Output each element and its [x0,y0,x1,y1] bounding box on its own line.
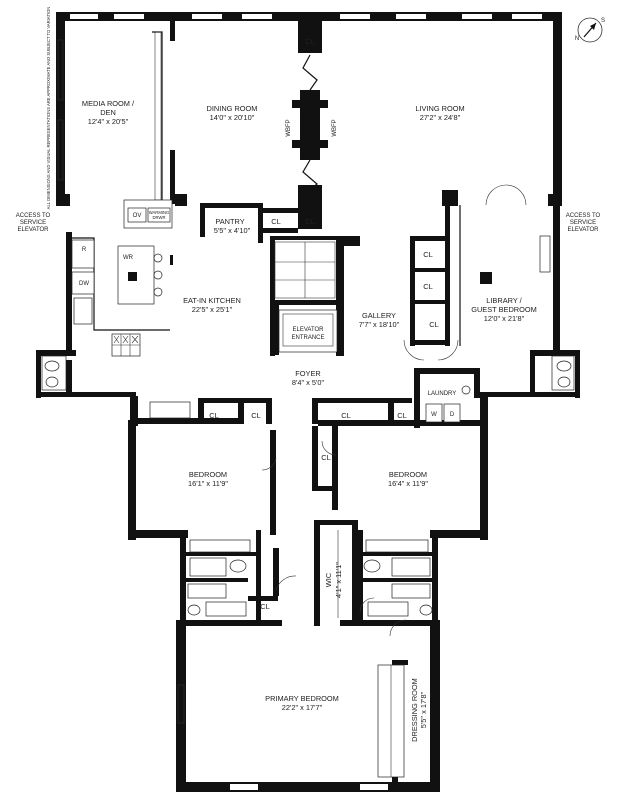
media-room-label-2: DEN [100,108,116,117]
svg-text:ELEVATOR: ELEVATOR [17,227,49,233]
warming-drawer-label: WARMING [149,210,170,215]
dressing-room-dims: 5'5" x 17'8" [419,691,428,728]
access-service-elevator-left: ACCESS TO SERVICE ELEVATOR [16,213,51,233]
dining-room-label: DINING ROOM [207,104,258,113]
foyer-label: FOYER [295,369,320,378]
svg-text:ACCESS TO: ACCESS TO [16,213,51,219]
fireplace-label-dining: WBFP [286,119,292,136]
gallery-label: GALLERY [362,311,396,320]
plan-details [41,31,575,778]
library-label: LIBRARY / [486,296,522,305]
refrigerator-label: R [82,247,87,253]
closet-label: CL [397,411,406,420]
elevator-label-2: ENTRANCE [291,335,324,341]
closet-label: CL [260,602,269,611]
closet-label: CL [305,37,314,46]
primary-bedroom-label: PRIMARY BEDROOM [265,694,339,703]
gallery-dims: 7'7" x 18'10" [359,320,400,329]
bedroom-right-label: BEDROOM [389,470,427,479]
wic-label: WIC [324,572,333,587]
laundry-label: LAUNDRY [428,391,457,397]
elevator-label: ELEVATOR [292,327,324,333]
kitchen-label: EAT-IN KITCHEN [183,296,241,305]
pantry-dims: 5'5" x 4'10" [214,226,251,235]
appliance-labels: OV WARMING DRWR WR R DW W D [79,210,455,418]
svg-text:ELEVATOR: ELEVATOR [567,227,599,233]
foyer-dims: 8'4" x 5'0" [292,378,325,387]
living-room-dims: 27'2" x 24'8" [420,113,461,122]
svg-text:SERVICE: SERVICE [20,220,46,226]
media-room-dims: 12'4" x 20'5" [88,117,129,126]
dishwasher-label: DW [79,281,89,287]
pantry-label: PANTRY [215,217,244,226]
bedroom-left-dims: 16'1" x 11'9" [188,479,228,488]
library-label-2: GUEST BEDROOM [471,305,537,314]
closet-label: CL [341,411,350,420]
closet-label: CL [305,217,314,226]
dryer-label: D [450,412,455,418]
bedroom-right-dims: 16'4" x 11'9" [388,479,428,488]
closet-label: CL [423,250,432,259]
closet-label: CL [429,320,438,329]
closet-labels: CL CL CL CL CL CL CL CL CL CL CL CL [209,37,438,611]
fireplace-label-living: WBFP [332,119,338,136]
wic-dims: 4'1" x 11'1" [334,562,343,598]
dressing-room-label: DRESSING ROOM [410,678,419,742]
wine-fridge-label: WR [123,255,134,261]
media-room-label: MEDIA ROOM / [82,99,135,108]
access-service-elevator-right: ACCESS TO SERVICE ELEVATOR [566,213,601,233]
compass-north: N [575,36,579,42]
room-labels: MEDIA ROOM / DEN 12'4" x 20'5" DINING RO… [82,99,537,742]
dining-room-dims: 14'0" x 20'10" [210,113,255,122]
closet-label: CL [423,282,432,291]
bedroom-left-label: BEDROOM [189,470,227,479]
primary-bedroom-dims: 22'2" x 17'7" [282,703,323,712]
library-dims: 12'0" x 21'8" [484,314,525,323]
closet-label: CL [251,411,260,420]
svg-text:ACCESS TO: ACCESS TO [566,213,601,219]
compass-south: S [601,18,605,24]
disclaimer-text: ALL DIMENSIONS AND VISUAL REPRESENTATION… [46,7,51,210]
closet-label: CL [209,411,218,420]
closet-label: CL [271,217,280,226]
closet-label: CL [321,453,330,462]
living-room-label: LIVING ROOM [415,104,464,113]
svg-text:SERVICE: SERVICE [570,220,596,226]
walls [36,12,580,792]
oven-label: OV [133,213,142,219]
washer-label: W [431,412,437,418]
warming-drawer-label-2: DRWR [153,215,166,220]
compass-icon: N S [575,17,605,43]
kitchen-dims: 22'5" x 25'1" [192,305,233,314]
